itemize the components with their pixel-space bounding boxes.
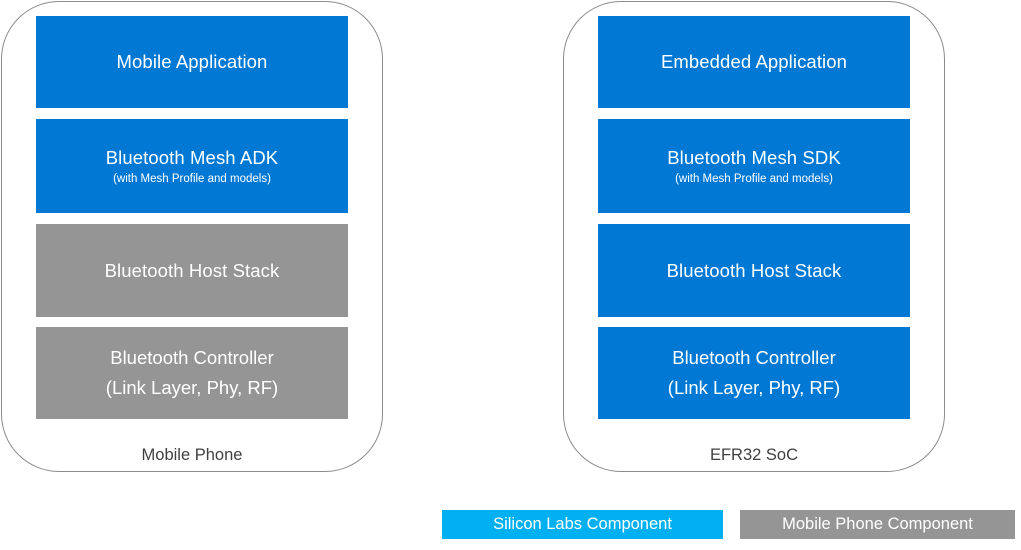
device-label: EFR32 SoC — [709, 446, 799, 464]
layer-title: Bluetooth Controller — [110, 347, 274, 368]
efr32-soc-container: Embedded Application Bluetooth Mesh SDK … — [563, 1, 945, 472]
bluetooth-controller-layer: Bluetooth Controller (Link Layer, Phy, R… — [36, 327, 348, 419]
layer-title-line2: (Link Layer, Phy, RF) — [667, 377, 841, 398]
bluetooth-host-stack-layer: Bluetooth Host Stack — [598, 224, 910, 317]
bluetooth-host-stack-layer: Bluetooth Host Stack — [36, 224, 348, 317]
layer-title: Bluetooth Mesh SDK — [667, 146, 841, 168]
layer-note: (with Mesh Profile and models) — [675, 172, 833, 185]
layer-title: Mobile Application — [116, 51, 268, 72]
embedded-application-layer: Embedded Application — [598, 16, 910, 108]
layer-note: (with Mesh Profile and models) — [113, 172, 271, 185]
device-label: Mobile Phone — [141, 446, 243, 464]
bluetooth-controller-layer: Bluetooth Controller (Link Layer, Phy, R… — [598, 327, 910, 419]
bluetooth-mesh-adk-layer: Bluetooth Mesh ADK (with Mesh Profile an… — [36, 119, 348, 213]
mobile-phone-container: Mobile Application Bluetooth Mesh ADK (w… — [1, 1, 383, 472]
layer-title: Bluetooth Host Stack — [666, 259, 842, 281]
mobile-application-layer: Mobile Application — [36, 16, 348, 108]
layer-title: Bluetooth Controller — [672, 347, 836, 368]
legend-mobile-phone-component: Mobile Phone Component — [740, 510, 1015, 539]
layer-title: Bluetooth Mesh ADK — [105, 146, 279, 168]
layer-title-line2: (Link Layer, Phy, RF) — [105, 377, 279, 398]
bluetooth-mesh-sdk-layer: Bluetooth Mesh SDK (with Mesh Profile an… — [598, 119, 910, 213]
layer-title: Embedded Application — [660, 51, 848, 72]
legend-silicon-labs-component: Silicon Labs Component — [442, 510, 723, 539]
layer-title: Bluetooth Host Stack — [104, 259, 280, 281]
